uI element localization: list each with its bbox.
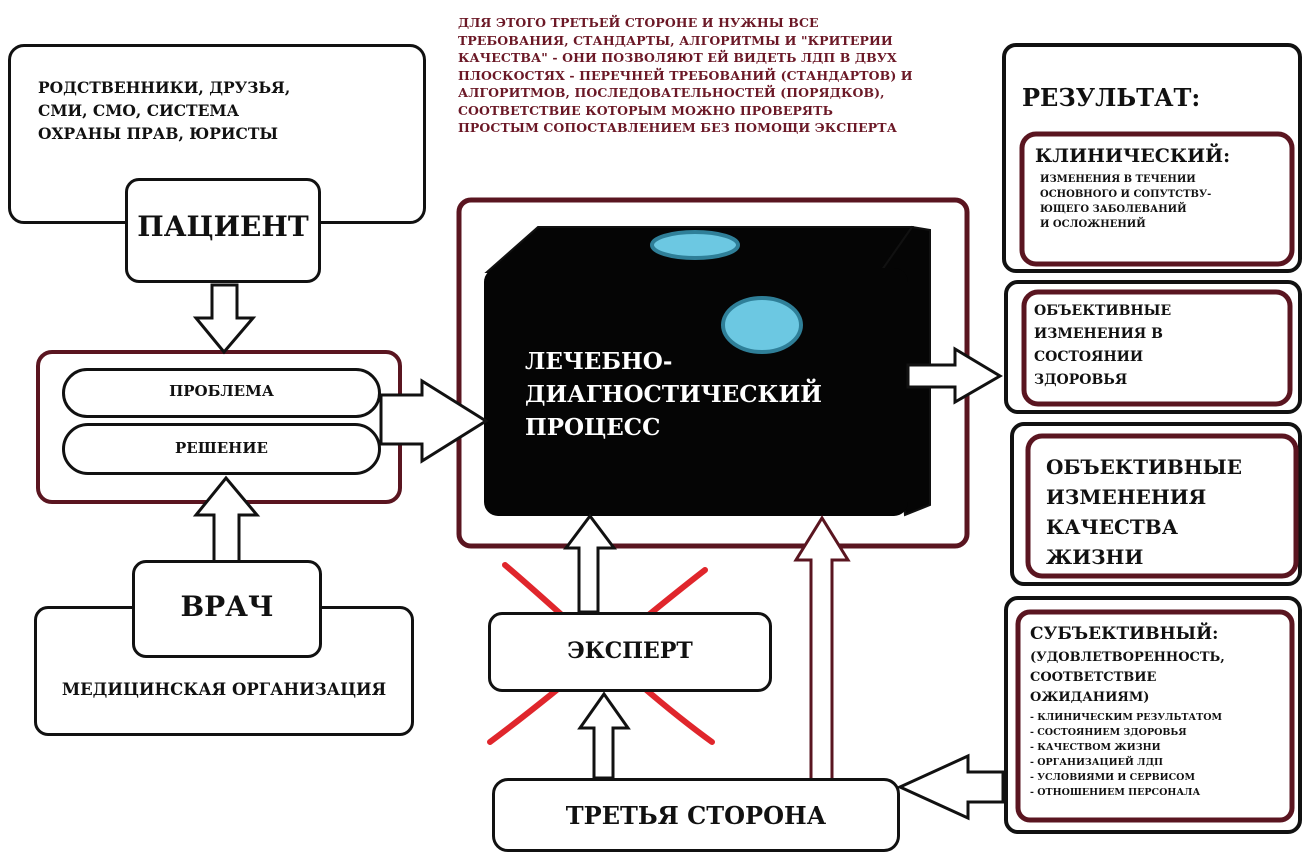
health-line: ОБЪЕКТИВНЫЕ xyxy=(1034,303,1172,319)
top-note-line: ПЛОСКОСТЯХ - ПЕРЕЧНЕЙ ТРЕБОВАНИЙ (СТАНДА… xyxy=(458,67,913,83)
lens-front-icon xyxy=(721,296,803,354)
expert-label: ЭКСПЕРТ xyxy=(567,638,693,664)
health-text: ОБЪЕКТИВНЫЕ ИЗМЕНЕНИЯ В СОСТОЯНИИ ЗДОРОВ… xyxy=(1034,300,1171,392)
subjective-frame-inner xyxy=(1015,609,1295,823)
third-party-label: ТРЕТЬЯ СТОРОНА xyxy=(565,801,827,830)
process-label: ЛЕЧЕБНО- ДИАГНОСТИЧЕСКИЙ ПРОЦЕСС xyxy=(525,345,822,444)
quality-line: КАЧЕСТВА xyxy=(1046,515,1178,539)
problem-label: ПРОБЛЕМА xyxy=(169,382,274,400)
relatives-line: ОХРАНЫ ПРАВ, ЮРИСТЫ xyxy=(38,124,279,143)
subjective-item: - УСЛОВИЯМИ И СЕРВИСОМ xyxy=(1030,772,1195,783)
clinical-line: И ОСЛОЖНЕНИЙ xyxy=(1040,219,1146,230)
subjective-item: - ОРГАНИЗАЦИЕЙ ЛДП xyxy=(1030,757,1164,768)
subjective-line: ОЖИДАНИЯМ) xyxy=(1030,690,1150,705)
relatives-text: РОДСТВЕННИКИ, ДРУЗЬЯ, СМИ, СМО, СИСТЕМА … xyxy=(38,76,290,145)
top-note-line: ПРОСТЫМ СОПОСТАВЛЕНИЕМ БЕЗ ПОМОЩИ ЭКСПЕР… xyxy=(458,120,897,135)
solution-label: РЕШЕНИЕ xyxy=(175,439,268,457)
subjective-line: СООТВЕТСТВИЕ xyxy=(1030,670,1157,685)
health-line: ИЗМЕНЕНИЯ В xyxy=(1034,326,1163,342)
relatives-line: РОДСТВЕННИКИ, ДРУЗЬЯ, xyxy=(38,78,291,97)
clinical-line: ИЗМЕНЕНИЯ В ТЕЧЕНИИ xyxy=(1040,174,1196,185)
arrow-to-process xyxy=(379,378,489,464)
top-note-line: КАЧЕСТВА" - ОНИ ПОЗВОЛЯЮТ ЕЙ ВИДЕТЬ ЛДП … xyxy=(458,50,897,65)
quality-text: ОБЪЕКТИВНЫЕ ИЗМЕНЕНИЯ КАЧЕСТВА ЖИЗНИ xyxy=(1046,452,1242,572)
process-line: ДИАГНОСТИЧЕСКИЙ xyxy=(525,381,822,408)
arrow-doctor-to-solution xyxy=(192,475,261,564)
third-party-box xyxy=(492,778,900,852)
top-note-line: СООТВЕТСТВИЕ КОТОРЫМ МОЖНО ПРОВЕРЯТЬ xyxy=(458,102,833,118)
patient-label: ПАЦИЕНТ xyxy=(137,210,309,243)
result-frame-outer xyxy=(1002,43,1302,273)
top-note-line: АЛГОРИТМОВ, ПОСЛЕДОВАТЕЛЬНОСТЕЙ (ПОРЯДКО… xyxy=(458,85,885,100)
relatives-line: СМИ, СМО, СИСТЕМА xyxy=(38,101,240,120)
clinical-line: ЮЩЕГО ЗАБОЛЕВАНИЙ xyxy=(1040,204,1187,215)
subjective-title: СУБЪЕКТИВНЫЙ: xyxy=(1030,624,1219,644)
top-note: ДЛЯ ЭТОГО ТРЕТЬЕЙ СТОРОНЕ И НУЖНЫ ВСЕ ТР… xyxy=(458,14,913,137)
top-note-line: ТРЕБОВАНИЯ, СТАНДАРТЫ, АЛГОРИТМЫ И "КРИТ… xyxy=(458,32,893,48)
health-line: ЗДОРОВЬЯ xyxy=(1034,372,1128,388)
arrow-expert-to-process xyxy=(563,513,617,614)
lens-top-icon xyxy=(650,230,740,260)
med-org-label: МЕДИЦИНСКАЯ ОРГАНИЗАЦИЯ xyxy=(61,680,387,699)
clinical-line: ОСНОВНОГО И СОПУТСТВУ- xyxy=(1040,189,1212,200)
doctor-label: ВРАЧ xyxy=(180,590,274,623)
arrow-result-to-third xyxy=(896,753,1005,821)
subjective-list: - КЛИНИЧЕСКИМ РЕЗУЛЬТАТОМ - СОСТОЯНИЕМ З… xyxy=(1030,710,1222,800)
process-line: ПРОЦЕСС xyxy=(525,414,661,441)
arrow-to-result xyxy=(906,346,1003,405)
health-frame-outer xyxy=(1004,280,1302,414)
subjective-item: - ОТНОШЕНИЕМ ПЕРСОНАЛА xyxy=(1030,787,1201,798)
solution-pill xyxy=(62,423,381,475)
top-note-line: ДЛЯ ЭТОГО ТРЕТЬЕЙ СТОРОНЕ И НУЖНЫ ВСЕ xyxy=(458,15,819,30)
quality-frame-inner xyxy=(1025,433,1299,579)
process-line: ЛЕЧЕБНО- xyxy=(525,348,673,375)
result-title: РЕЗУЛЬТАТ: xyxy=(1022,83,1201,112)
health-frame-inner xyxy=(1021,289,1293,407)
clinical-title: КЛИНИЧЕСКИЙ: xyxy=(1035,145,1231,167)
quality-frame-outer xyxy=(1010,422,1302,586)
subjective-item: - КЛИНИЧЕСКИМ РЕЗУЛЬТАТОМ xyxy=(1030,712,1222,723)
quality-line: ЖИЗНИ xyxy=(1046,545,1144,569)
arrow-third-to-expert xyxy=(577,691,631,780)
subjective-text: (УДОВЛЕТВОРЕННОСТЬ, СООТВЕТСТВИЕ ОЖИДАНИ… xyxy=(1030,648,1225,708)
quality-line: ИЗМЕНЕНИЯ xyxy=(1046,485,1207,509)
arrow-patient-to-problem xyxy=(192,283,257,355)
subjective-item: - КАЧЕСТВОМ ЖИЗНИ xyxy=(1030,742,1161,753)
doctor-box xyxy=(132,560,322,658)
arrow-third-to-process xyxy=(793,515,851,782)
problem-pill xyxy=(62,368,381,418)
subjective-item: - СОСТОЯНИЕМ ЗДОРОВЬЯ xyxy=(1030,727,1187,738)
clinical-text: ИЗМЕНЕНИЯ В ТЕЧЕНИИ ОСНОВНОГО И СОПУТСТВ… xyxy=(1040,172,1211,232)
health-line: СОСТОЯНИИ xyxy=(1034,349,1144,365)
subjective-frame-outer xyxy=(1004,596,1302,834)
expert-box xyxy=(488,612,772,692)
subjective-line: (УДОВЛЕТВОРЕННОСТЬ, xyxy=(1030,650,1225,665)
patient-box xyxy=(125,178,321,283)
quality-line: ОБЪЕКТИВНЫЕ xyxy=(1046,455,1242,479)
clinical-frame-inner xyxy=(1019,131,1295,267)
